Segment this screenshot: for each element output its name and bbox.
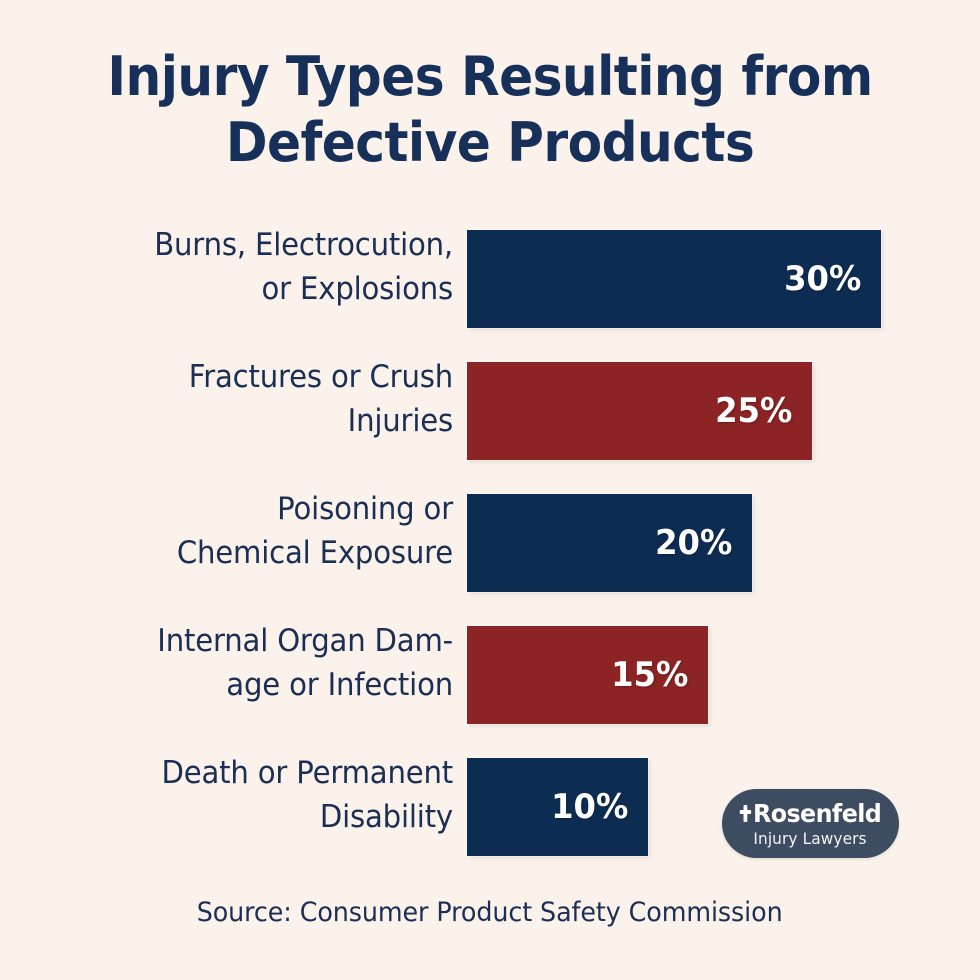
bar-value-label: 20% [654,523,732,563]
chart-row: Internal Organ Dam- age or Infection 15% [0,608,980,740]
bar-value-label: 10% [550,787,628,827]
plus-r-mark-icon [739,803,752,823]
bar-death-permanent-disability[interactable]: 10% [467,758,648,856]
bar-chart: Burns, Electrocution, or Explosions 30% … [0,212,980,872]
bar-category-label: Fractures or Crush Injuries [188,358,453,439]
source-attribution: Source: Consumer Product Safety Commissi… [0,897,980,928]
bar-burns-electrocution-explosions[interactable]: 30% [467,230,881,328]
bar-track: 25% [467,362,812,460]
bar-track: 30% [467,230,881,328]
rosenfeld-logo[interactable]: Rosenfeld Injury Lawyers [722,789,899,858]
bar-category-label: Poisoning or Chemical Exposure [176,490,453,571]
chart-row: Death or Permanent Disability 10% [0,740,980,872]
logo-name: Rosenfeld [753,798,882,828]
logo-wordmark: Rosenfeld [739,798,882,828]
bar-track: 20% [467,494,752,592]
page-title: Injury Types Resulting from Defective Pr… [107,45,873,174]
bar-poisoning-chemical-exposure[interactable]: 20% [467,494,752,592]
bar-track: 10% [467,758,648,856]
chart-row: Burns, Electrocution, or Explosions 30% [0,212,980,344]
bar-category-label: Death or Permanent Disability [161,754,453,835]
bar-value-label: 25% [714,391,792,431]
bar-track: 15% [467,626,708,724]
chart-row: Poisoning or Chemical Exposure 20% [0,476,980,608]
bar-category-label: Burns, Electrocution, or Explosions [154,226,453,307]
bar-value-label: 30% [783,259,861,299]
logo-tagline: Injury Lawyers [753,828,868,848]
bar-value-label: 15% [610,655,688,695]
chart-row: Fractures or Crush Injuries 25% [0,344,980,476]
bar-internal-organ-damage-infection[interactable]: 15% [467,626,708,724]
bar-category-label: Internal Organ Dam- age or Infection [157,622,453,703]
bar-fractures-crush-injuries[interactable]: 25% [467,362,812,460]
source-text: Source: Consumer Product Safety Commissi… [197,897,783,928]
